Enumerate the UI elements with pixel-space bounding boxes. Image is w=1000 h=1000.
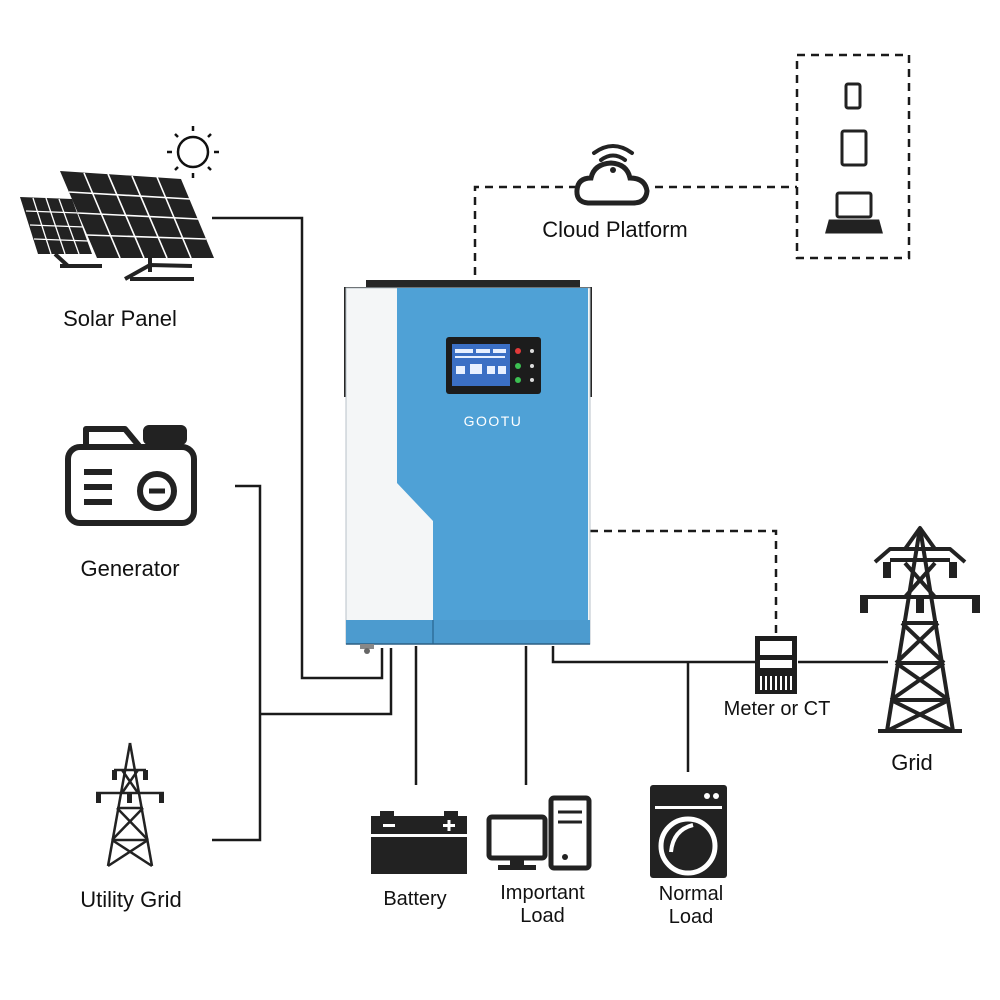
utility-grid-line <box>212 714 262 842</box>
battery-icon <box>371 811 467 874</box>
inverter-icon <box>344 280 592 654</box>
power-connections <box>212 216 888 842</box>
generator-label: Generator <box>80 556 180 581</box>
utility-grid-tower-icon <box>96 742 164 868</box>
important-load-label-line1: Important <box>500 882 585 904</box>
brand-logo: GOOTU <box>464 413 523 429</box>
important-load-label: Important Load <box>480 882 605 928</box>
generator-icon <box>65 425 197 526</box>
meter-icon <box>755 636 797 694</box>
normal-load-label-line1: Normal <box>658 883 724 905</box>
solar-panel-icon <box>20 171 214 281</box>
utility-grid-label: Utility Grid <box>80 887 182 912</box>
sun-icon <box>167 126 219 178</box>
desktop-computer-icon <box>486 795 592 871</box>
meter-label: Meter or CT <box>723 698 831 720</box>
cloud-wifi-icon <box>574 144 650 206</box>
devices-box <box>795 53 911 260</box>
battery-label: Battery <box>383 888 447 910</box>
normal-load-label: Normal Load <box>636 883 746 929</box>
communication-connections <box>473 53 911 636</box>
generator-line <box>235 484 262 714</box>
cloud-platform-label: Cloud Platform <box>542 217 688 242</box>
tablet-icon <box>840 129 868 167</box>
solar-panel-label: Solar Panel <box>63 306 177 331</box>
phone-icon <box>844 82 862 110</box>
ac-input-line <box>260 648 393 716</box>
solar-line <box>212 216 384 680</box>
laptop-icon <box>825 191 883 234</box>
important-load-label-line2: Load <box>520 905 565 927</box>
cloud-to-inverter-line <box>473 185 578 275</box>
grid-output-line <box>551 646 755 664</box>
grid-label: Grid <box>891 750 933 775</box>
inverter-to-meter-line <box>590 529 778 636</box>
grid-tower-icon <box>860 526 980 733</box>
washing-machine-icon <box>650 785 727 878</box>
normal-load-label-line2: Load <box>668 906 714 928</box>
